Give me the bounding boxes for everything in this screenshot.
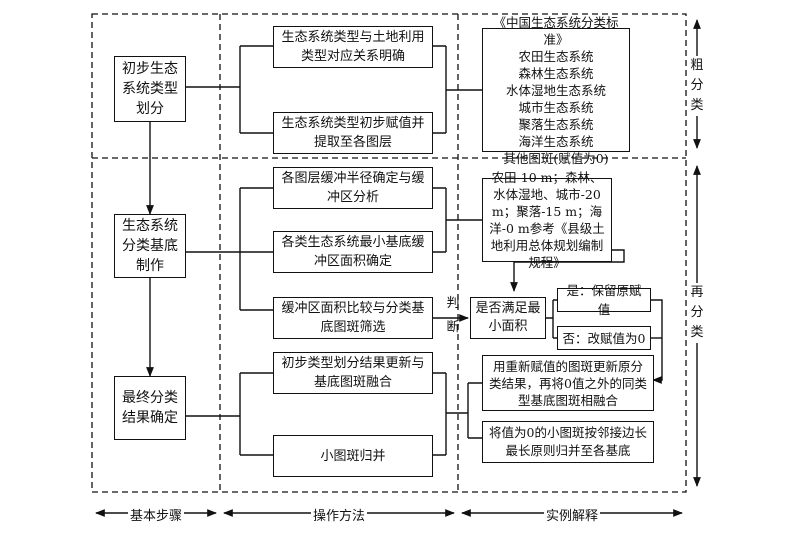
step-base-making: 生态系统分类基底制作 xyxy=(114,214,186,278)
phase-rough-label: 粗分类 xyxy=(690,56,704,116)
example-small-patch-merge: 将值为0的小图斑按邻接边长最长原则归并至各基底 xyxy=(482,421,654,463)
connector-decision-yesno xyxy=(545,299,557,339)
standard-item: 水体湿地生态系统 xyxy=(505,82,606,98)
standard-item: 海洋生态系统 xyxy=(518,133,594,149)
method-update-fusion: 初步类型划分结果更新与基底图斑融合 xyxy=(273,352,433,394)
column-label-methods: 操作方法 xyxy=(311,505,367,524)
connector-base-methods xyxy=(185,187,273,311)
connector-methods-standard xyxy=(432,45,482,134)
example-classification-standard: 《中国生态系统分类标准》 农田生态系统 森林生态系统 水体湿地生态系统 城市生态… xyxy=(482,15,630,166)
judge-label: 判断 xyxy=(446,296,460,335)
connector-methods-examples xyxy=(432,372,482,456)
column-label-steps: 基本步骤 xyxy=(128,505,184,524)
arrow-yesno-update xyxy=(650,299,663,384)
connector-final-methods xyxy=(185,372,273,456)
method-initial-assignment: 生态系统类型初步赋值并提取至各图层 xyxy=(273,112,433,154)
method-buffer-radius: 各图层缓冲半径确定与缓冲区分析 xyxy=(273,167,433,209)
standard-item: 聚落生态系统 xyxy=(518,116,594,132)
connector-methods-buffer xyxy=(432,187,482,253)
standard-item: 森林生态系统 xyxy=(518,65,594,81)
dashed-frame xyxy=(91,13,687,493)
standard-title: 《中国生态系统分类标准》 xyxy=(493,14,619,47)
method-correspondence: 生态系统类型与土地利用类型对应关系明确 xyxy=(273,26,433,68)
column-label-examples: 实例解释 xyxy=(544,505,600,524)
standard-item: 农田生态系统 xyxy=(518,48,594,64)
example-update-result: 用重新赋值的图斑更新原分类结果，再将0值之外的同类型基底图斑相融合 xyxy=(482,355,654,411)
step-final-result: 最终分类结果确定 xyxy=(114,376,186,440)
decision-no: 否：改赋值为0 xyxy=(557,326,651,350)
step-initial-classification: 初步生态系统类型划分 xyxy=(114,56,186,122)
method-area-screening: 缓冲区面积比较与分类基底图斑筛选 xyxy=(273,297,433,339)
standard-item: 城市生态系统 xyxy=(518,99,594,115)
decision-min-area: 是否满足最小面积 xyxy=(470,297,546,339)
phase-re-label: 再分类 xyxy=(690,283,704,343)
example-buffer-values: 农田-10 m；森林、水体湿地、城市-20 m；聚落-15 m；海洋-0 m参考… xyxy=(482,170,612,270)
method-small-patch-merge: 小图斑归并 xyxy=(273,435,433,477)
decision-yes: 是：保留原赋值 xyxy=(557,283,651,317)
standard-item: 其他图斑(赋值为0) xyxy=(503,150,609,166)
arrow-buffer-decision xyxy=(510,249,625,292)
connector-initial-methods xyxy=(185,45,273,134)
method-min-buffer-area: 各类生态系统最小基底缓冲区面积确定 xyxy=(273,231,433,273)
